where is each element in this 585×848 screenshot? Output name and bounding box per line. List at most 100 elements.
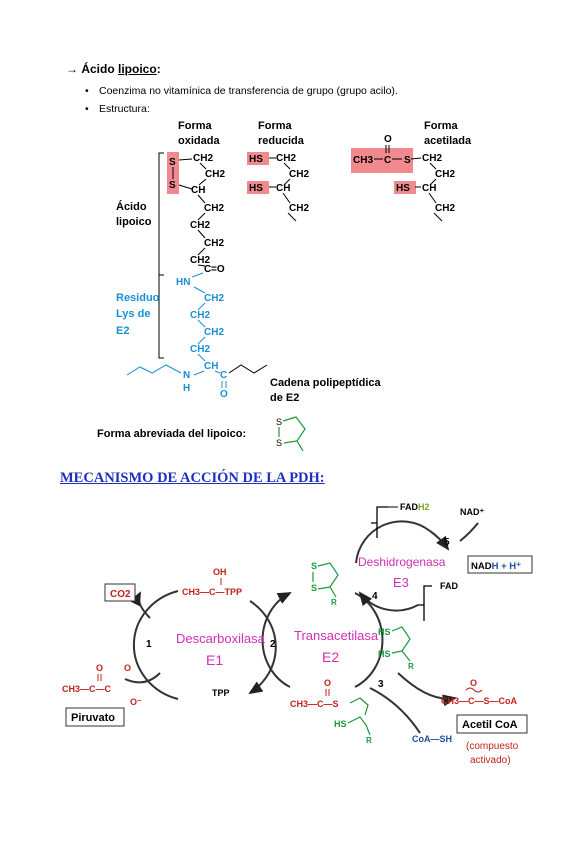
atom-ch: CH [204,361,218,372]
atom-s: S [311,561,317,571]
atom-o: O [324,678,331,688]
atom-ch2: CH2 [289,169,309,180]
atom-ch2: CH2 [276,153,296,164]
atom-ch2: CH2 [190,255,210,266]
atom-ch2: CH2 [190,220,210,231]
cadena-label-2: de E2 [270,392,299,404]
step-1: 1 [146,639,152,650]
header-reducida-2: reducida [258,135,305,147]
enzyme-e2-name: Transacetilasa [294,628,379,643]
atom-ch2: CH2 [204,327,224,338]
fadh2: FADH2 [400,502,430,512]
acetyl-coa-box [456,714,528,734]
compuesto-label: (compuesto [466,741,519,752]
atom-ch: CH [276,183,290,194]
coa-sh: CoA—SH [412,734,452,744]
atom-hs: HS [249,154,263,165]
bullet-item: Coenzima no vitamínica de transferencia … [85,85,398,97]
atom-ch2: CH2 [190,310,210,321]
hs-group: HS [334,719,347,729]
atom-s: S [169,180,176,191]
atom-ch3: CH3 [353,155,373,166]
pdh-mechanism-diagram: 1 2 3 4 5 Descarboxilasa E1 Transacetila… [62,502,533,766]
step-5: 5 [444,537,450,548]
atom-o: O [470,678,477,688]
o-minus: O⁻ [130,697,142,707]
atom-o: O [384,134,392,145]
mechanism-title: MECANISMO DE ACCIÓN DE LA PDH: [60,470,325,486]
atom-s: S [276,438,282,448]
hs-group: HS [378,649,391,659]
acetyl-coa-label: Acetil CoA [462,719,518,731]
atom-c: C [220,370,227,381]
step-3: 3 [378,679,384,690]
acetyl-lipoamide: CH3—C—S [290,699,339,709]
dithiolane-ring-icon [278,416,306,452]
atom-hs: HS [249,183,263,194]
activado-label: activado) [470,755,511,766]
section-heading: → Ácido lipoico: [66,62,161,76]
residuo-label-3: E2 [116,325,129,337]
hs-group: HS [378,627,391,637]
atom-ch2: CH2 [289,203,309,214]
acetyl-highlight [351,148,413,173]
atom-ch2: CH2 [193,153,213,164]
enzyme-e3-name: Deshidrogenasa [358,555,446,569]
bracket-acido [158,152,164,276]
atom-hn: HN [176,277,190,288]
oh-group: OH [213,567,227,577]
atom-eq-o: =O [211,264,225,275]
header-oxidada-2: oxidada [178,135,220,147]
atom-ch2: CH2 [204,203,224,214]
bullet-item: Estructura: [85,103,150,115]
header-acetilada-1: Forma [424,120,459,132]
fad-bracket [418,585,432,621]
piruvato-box [65,707,125,727]
enzyme-e3-code: E3 [393,575,409,590]
acido-label-2: lipoico [116,216,152,228]
arrow-icon: → [66,62,78,76]
atom-ch2: CH2 [422,153,442,164]
atom-hs: HS [396,183,410,194]
atom-o: O [124,663,131,673]
atom-c: C [204,264,211,275]
co2-box [104,583,136,602]
acido-label-1: Ácido [116,200,147,213]
hydroxyethyl-tpp: CH3—C—TPP [182,587,242,597]
enzyme-e1-code: E1 [206,652,223,668]
step-4: 4 [372,591,378,602]
atom-s: S [169,157,176,168]
lipoic-structure: Forma oxidada Forma reducida Forma aceti… [97,120,472,452]
header-acetilada-2: acetilada [424,135,472,147]
fad: FAD [440,581,459,591]
residuo-label-2: Lys de [116,308,150,320]
atom-c: C [384,155,391,166]
residuo-label-1: Residuo [116,292,160,304]
atom-ch2: CH2 [190,344,210,355]
piruvato-label: Piruvato [71,712,115,724]
atom-s: S [276,417,282,427]
atom-s: S [404,155,411,166]
r-group: R [331,598,337,607]
r-group: R [366,736,372,745]
atom-o: O [96,663,103,673]
thiol-highlight [394,181,416,194]
atom-ch2: CH2 [204,238,224,249]
enzyme-e1-name: Descarboxilasa [176,631,266,646]
bracket-residuo [158,274,164,359]
atom-ch2: CH2 [205,169,225,180]
thiol-highlight [247,181,269,194]
atom-ch2: CH2 [204,293,224,304]
r-group: R [408,662,414,671]
atom-ch2: CH2 [435,203,455,214]
pyruvate-formula: CH3—C—C [62,684,112,694]
acetyl-coa-formula: CH3—C—S—CoA [441,696,518,706]
atom-s: S [311,583,317,593]
abbrev-label: Forma abreviada del lipoico: [97,428,246,440]
co2: CO2 [110,589,131,600]
nad-plus: NAD⁺ [460,507,484,517]
fadh2-bracket [371,506,388,538]
nadh-box [467,555,533,574]
atom-ch: CH [422,183,436,194]
enzyme-e2-code: E2 [322,649,339,665]
